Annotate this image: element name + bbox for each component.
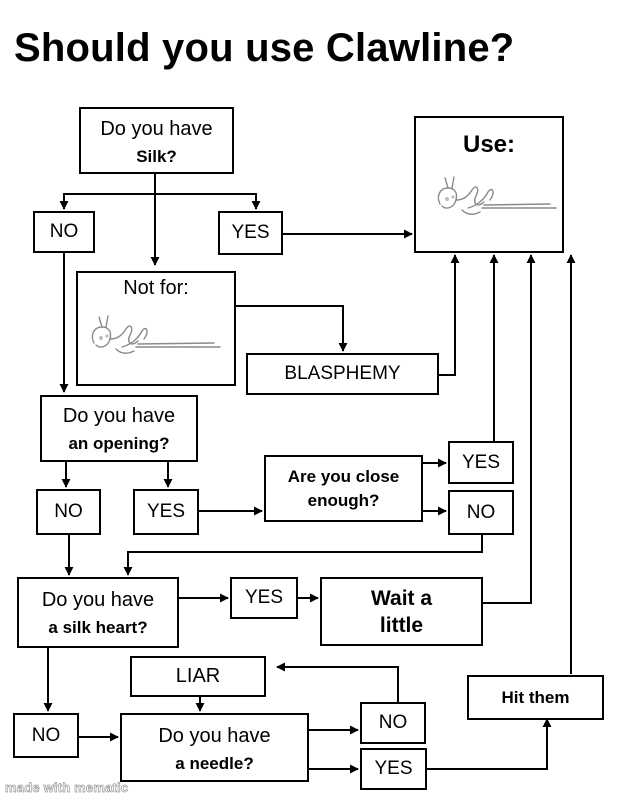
clawline-tool-icon: [437, 176, 557, 215]
blasphemy-box: BLASPHEMY: [246, 353, 439, 395]
close-enough-question-box: Are you close enough?: [264, 455, 423, 522]
silk-heart-line1: Do you have: [41, 589, 155, 611]
hit-them-box: Hit them: [467, 675, 604, 720]
yes-silk-box: YES: [218, 211, 283, 255]
not-for-label: Not for:: [123, 277, 189, 299]
yes-close-box: YES: [448, 441, 514, 484]
use-label: Use:: [462, 131, 516, 158]
watermark: made with mematic: [5, 780, 129, 796]
close-enough-line2: enough?: [307, 490, 380, 510]
wait-line1: Wait a: [370, 586, 433, 610]
page-title: Should you use Clawline?: [14, 26, 515, 70]
no-opening-box: NO: [36, 489, 101, 535]
needle-line2: a needle?: [175, 754, 254, 773]
silk-question-box: Do you have Silk?: [79, 107, 234, 174]
opening-question-box: Do you have an opening?: [40, 395, 198, 462]
clawline-tool-icon: [91, 315, 221, 354]
silk-question-line2: Silk?: [136, 147, 177, 166]
silk-heart-line2: a silk heart?: [48, 618, 148, 637]
silk-question-line1: Do you have: [100, 118, 213, 140]
yes-opening-box: YES: [133, 489, 199, 535]
no-silk-box: NO: [33, 211, 95, 253]
close-enough-line1: Are you close: [287, 466, 400, 486]
opening-question-line2: an opening?: [68, 434, 170, 453]
needle-line1: Do you have: [158, 725, 271, 747]
opening-question-line1: Do you have: [62, 405, 176, 427]
wait-a-little-box: Wait a little: [320, 577, 483, 646]
yes-needle-box: YES: [360, 748, 427, 790]
liar-box: LIAR: [130, 656, 266, 697]
not-for-box: Not for:: [76, 271, 236, 386]
use-box: Use:: [414, 116, 564, 253]
silk-heart-question-box: Do you have a silk heart?: [17, 577, 179, 648]
no-needle-box: NO: [360, 702, 426, 744]
yes-heart-box: YES: [230, 577, 298, 619]
needle-question-box: Do you have a needle?: [120, 713, 309, 782]
no-heart-box: NO: [13, 713, 79, 758]
wait-line2: little: [379, 613, 424, 637]
no-close-box: NO: [448, 490, 514, 535]
